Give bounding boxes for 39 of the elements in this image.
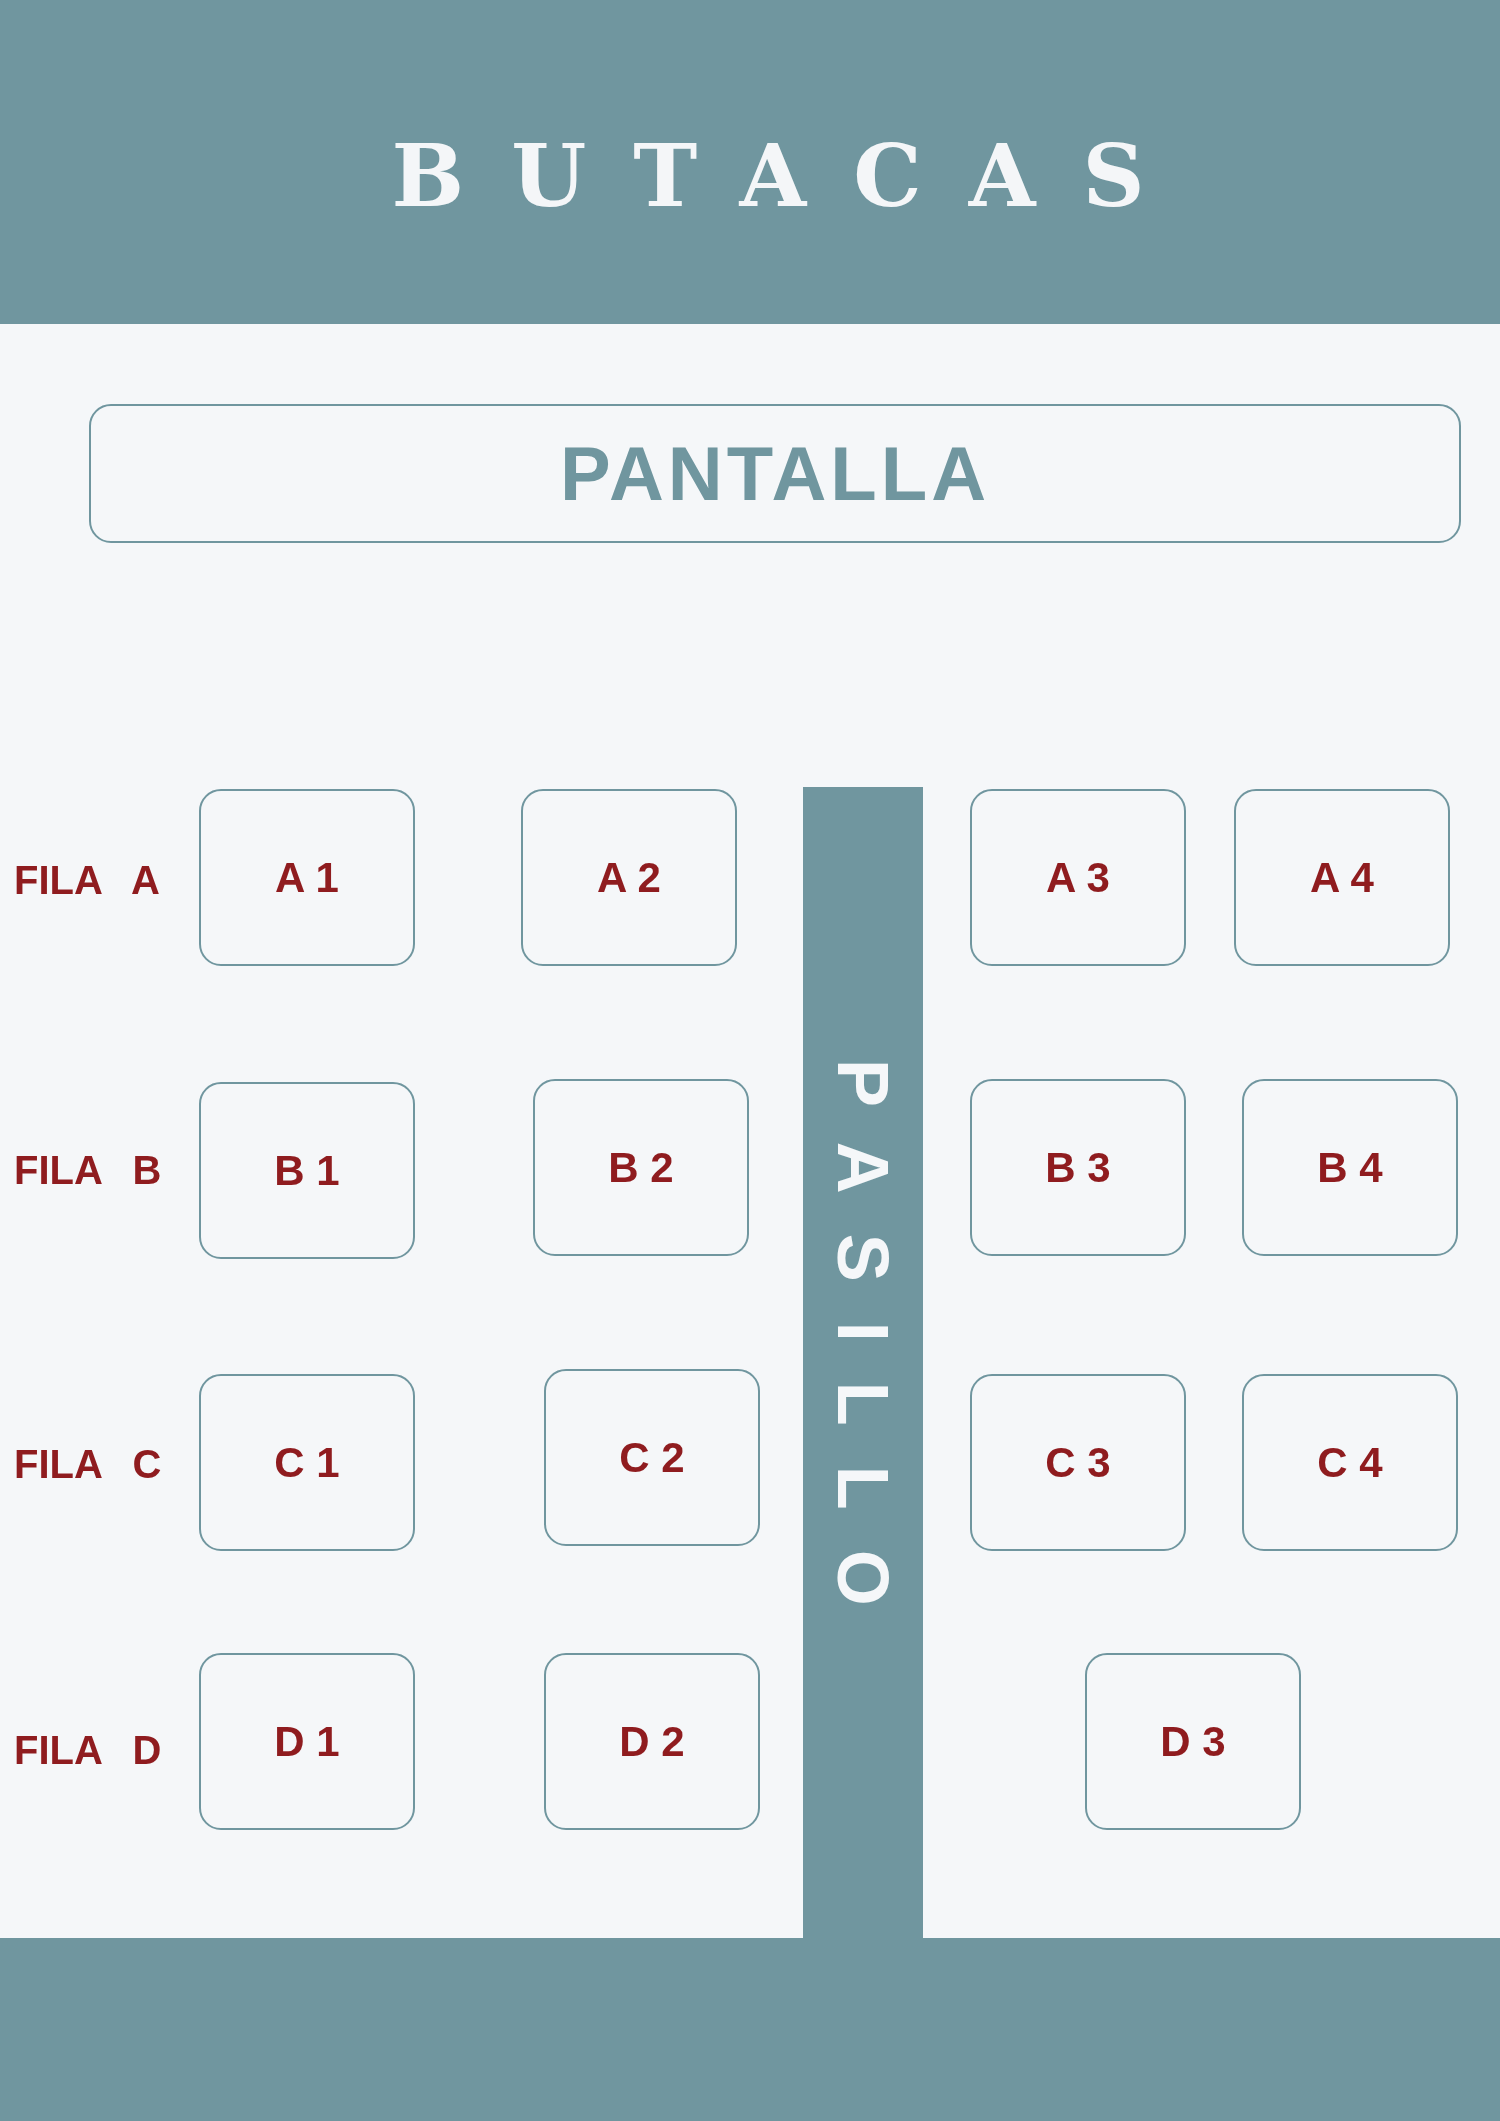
- row-label: FILA C: [14, 1444, 162, 1484]
- seat-box: [199, 1374, 415, 1551]
- aisle-band: [803, 787, 923, 1938]
- seat-label: D 2: [619, 1720, 685, 1763]
- screen-box: [89, 404, 1461, 543]
- seat-label: B 4: [1317, 1146, 1383, 1189]
- seat-box: [1242, 1079, 1458, 1256]
- seat-label: C 4: [1317, 1441, 1383, 1484]
- seat-label: D 3: [1160, 1720, 1226, 1763]
- seat-box: [970, 789, 1186, 966]
- seat-box: [970, 1374, 1186, 1551]
- seat-label: C 2: [619, 1436, 685, 1479]
- aisle-label: PASILLO: [827, 1059, 899, 1646]
- seat-box: [544, 1369, 760, 1546]
- seat-label: A 1: [275, 856, 339, 899]
- seat-label: A 4: [1310, 856, 1374, 899]
- seat-box: [970, 1079, 1186, 1256]
- seat-label: C 3: [1045, 1441, 1111, 1484]
- seat-box: [199, 1653, 415, 1830]
- seat-label: D 1: [274, 1720, 340, 1763]
- seat-box: [1242, 1374, 1458, 1551]
- seat-box: [199, 789, 415, 966]
- seat-label: A 2: [597, 856, 661, 899]
- seat-label: B 1: [274, 1149, 340, 1192]
- seat-box: [544, 1653, 760, 1830]
- title: BUTACAS: [390, 133, 1192, 219]
- seat-box: [521, 789, 737, 966]
- seat-label: A 3: [1046, 856, 1110, 899]
- seat-label: B 3: [1045, 1146, 1111, 1189]
- seat-label: C 1: [274, 1441, 340, 1484]
- seat-box: [1085, 1653, 1301, 1830]
- row-label: FILA D: [14, 1730, 162, 1770]
- seat-box: [1234, 789, 1450, 966]
- seat-label: B 2: [608, 1146, 674, 1189]
- row-label: FILA A: [14, 860, 160, 900]
- row-label: FILA B: [14, 1150, 162, 1190]
- seat-box: [533, 1079, 749, 1256]
- seat-box: [199, 1082, 415, 1259]
- screen-label: PANTALLA: [559, 435, 991, 512]
